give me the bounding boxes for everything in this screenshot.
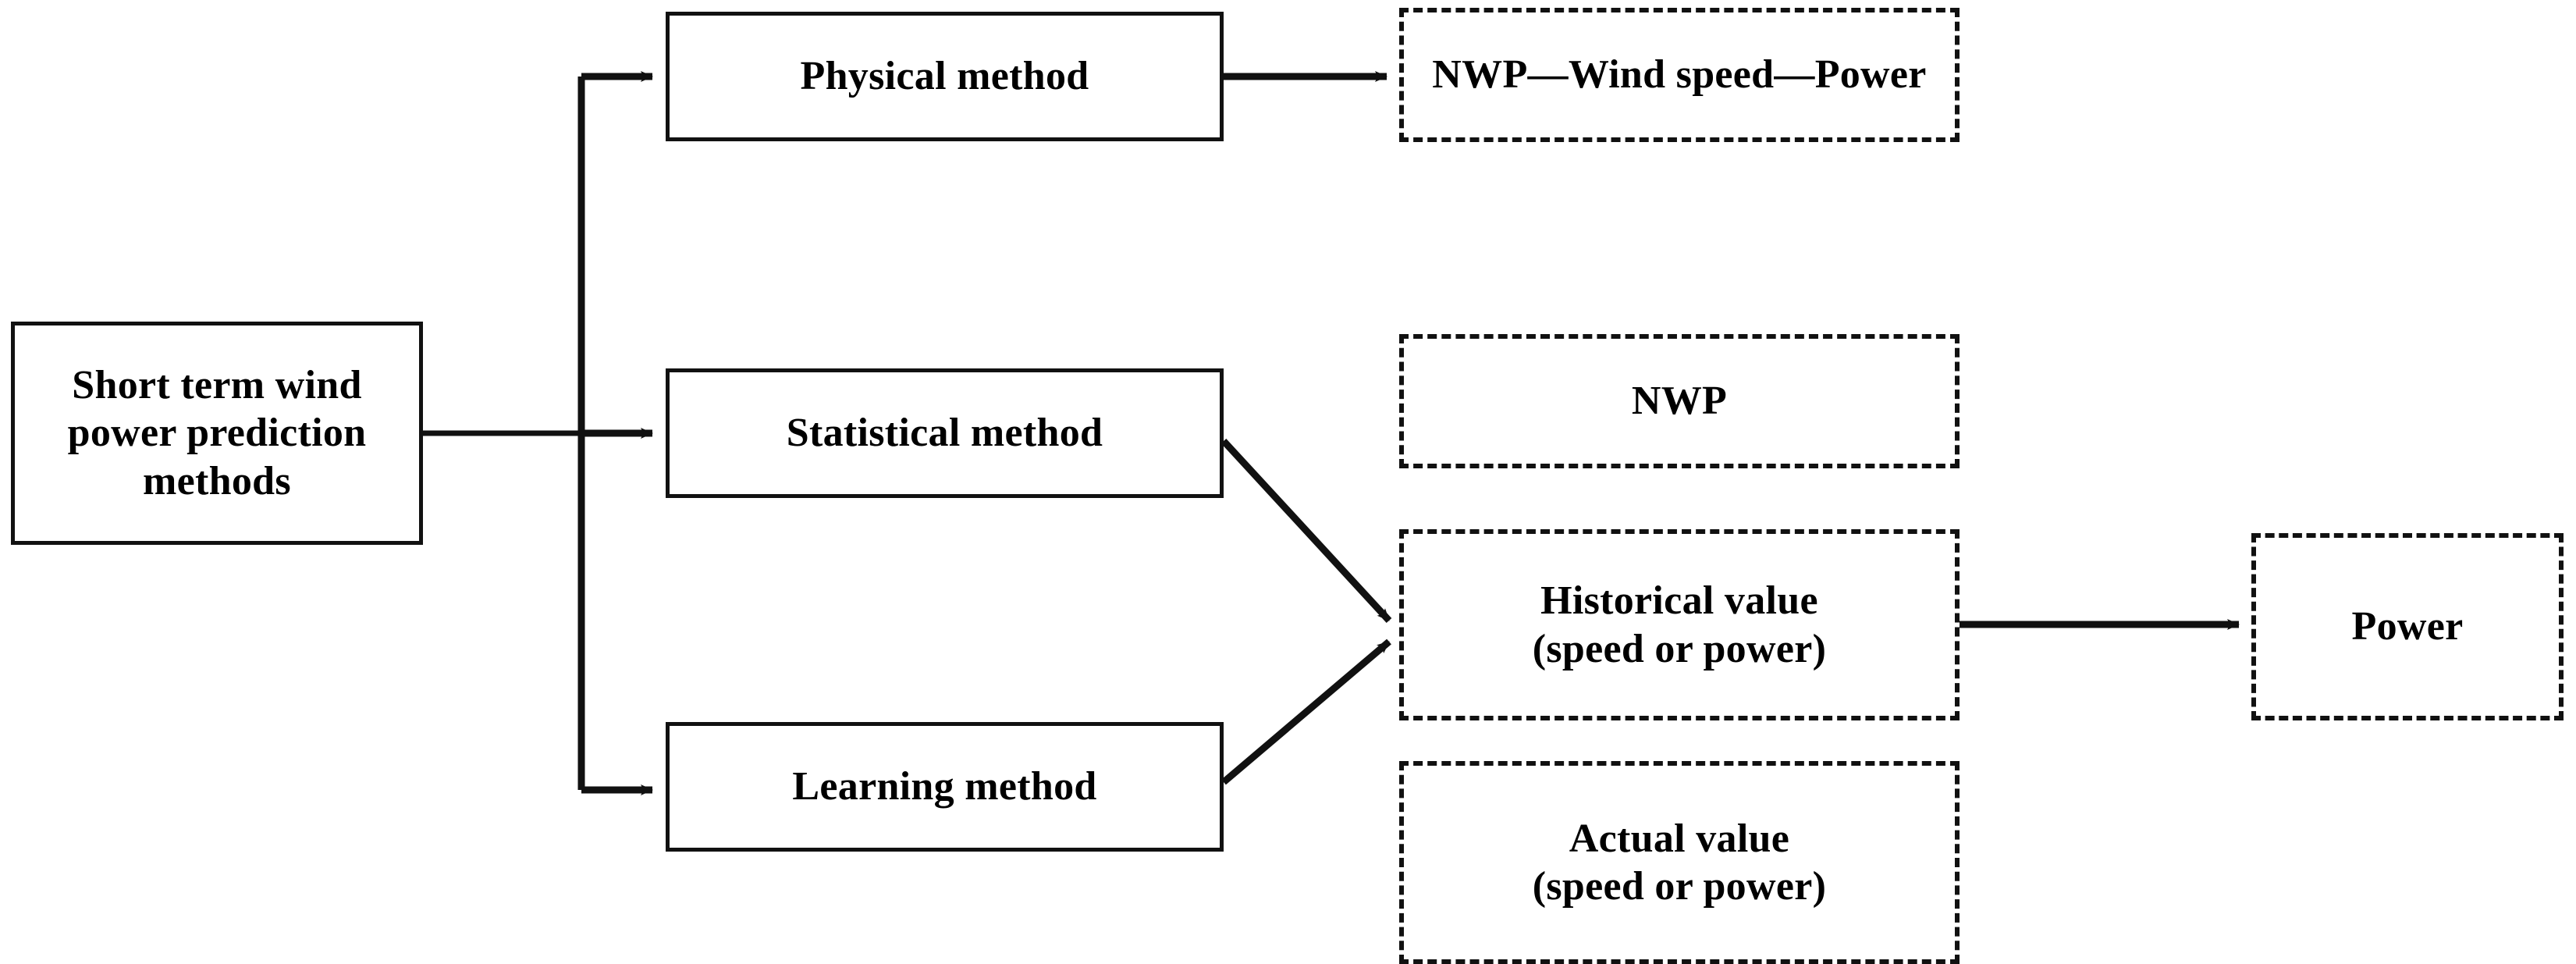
node-actual-label: Actual value (speed or power) <box>1532 816 1827 909</box>
node-statistical-method[interactable]: Statistical method <box>666 368 1224 498</box>
node-learning-method[interactable]: Learning method <box>666 722 1224 852</box>
node-power-label: Power <box>2351 604 2464 649</box>
node-physical-method[interactable]: Physical method <box>666 12 1224 141</box>
node-historical-label: Historical value (speed or power) <box>1532 578 1827 671</box>
edge-learning-to-historical <box>1221 639 1391 785</box>
node-nwp-wind-speed-power[interactable]: NWP—Wind speed—Power <box>1399 8 1960 142</box>
node-statistical-label: Statistical method <box>786 411 1103 456</box>
node-historical-value[interactable]: Historical value (speed or power) <box>1399 529 1960 720</box>
edge-statistical-to-historical <box>1220 438 1392 624</box>
node-nwp-label: NWP <box>1631 379 1728 424</box>
node-short-term-wind-power-prediction-methods[interactable]: Short term wind power prediction methods <box>11 322 423 545</box>
node-root-label: Short term wind power prediction methods <box>67 362 367 503</box>
node-actual-value[interactable]: Actual value (speed or power) <box>1399 761 1960 964</box>
node-nwp-chain-label: NWP—Wind speed—Power <box>1432 52 1927 98</box>
node-power[interactable]: Power <box>2251 533 2564 720</box>
node-physical-label: Physical method <box>800 54 1089 99</box>
node-nwp[interactable]: NWP <box>1399 334 1960 468</box>
node-learning-label: Learning method <box>792 764 1097 809</box>
